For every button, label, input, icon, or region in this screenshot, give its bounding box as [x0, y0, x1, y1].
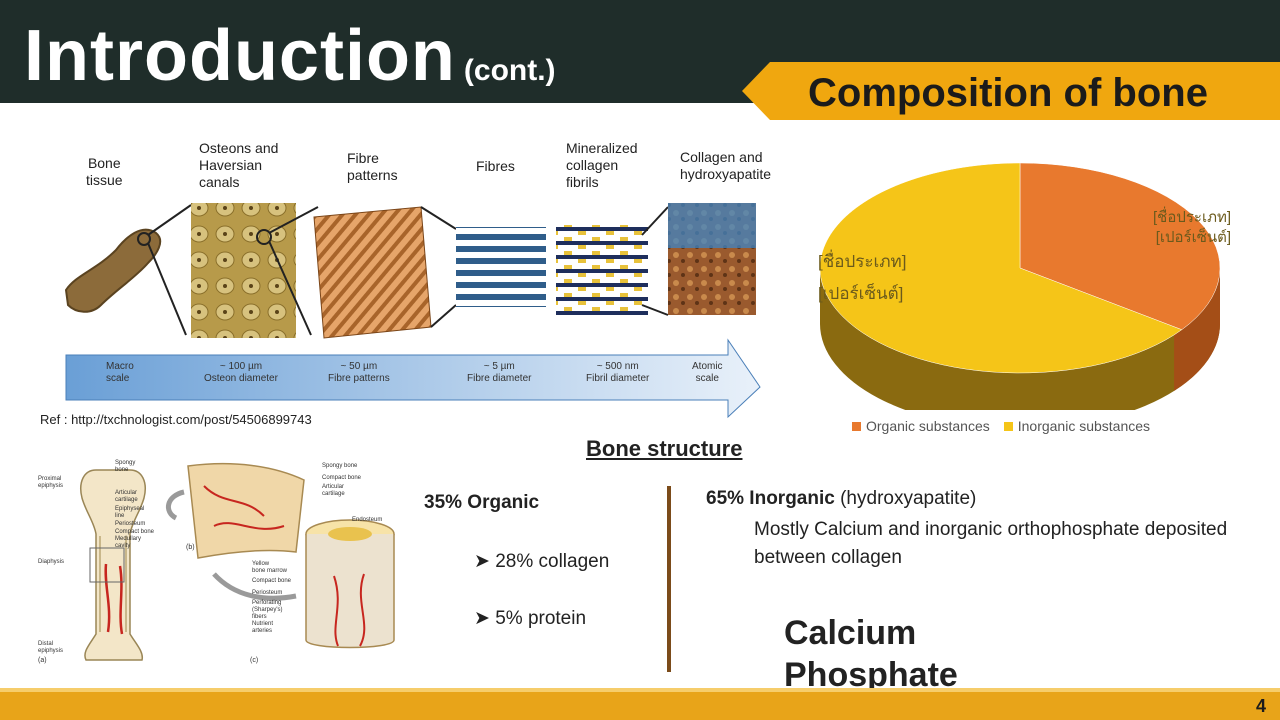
long-bone-illustration	[80, 469, 146, 661]
label-osteons: Osteons and Haversian canals	[199, 140, 279, 190]
legend-label-organic: Organic substances	[866, 418, 990, 434]
fibres-illustration	[456, 227, 546, 307]
scale-fibril-diameter: ~ 500 nm Fibril diameter	[586, 361, 650, 384]
organic-heading: 35% Organic	[424, 492, 540, 513]
anat-label-articular: Articular cartilage	[115, 490, 138, 503]
mineralized-illustration	[556, 225, 648, 315]
label-bone-tissue: Bone tissue	[86, 155, 123, 188]
anat-label-proximal: Proximal epiphysis	[38, 476, 64, 489]
anat-label-periosteum-2: Periosteum	[252, 590, 283, 596]
label-mineralized: Mineralized collagen fibrils	[566, 140, 638, 190]
label-fibre-patterns: Fibre patterns	[347, 150, 398, 183]
anat-label-nutrient: Nutrient arteries	[252, 621, 274, 634]
anat-label-yellow-marrow: Yellow bone marrow	[252, 561, 288, 574]
column-divider	[667, 486, 671, 672]
bullet-collagen: ➤ 28% collagen	[474, 550, 609, 573]
title-text: Introduction	[24, 16, 456, 96]
scale-atomic: Atomic scale	[692, 361, 723, 384]
osteon-illustration	[191, 203, 296, 338]
scale-fibre-diameter: ~ 5 µm Fibre diameter	[467, 361, 532, 384]
scale-macro: Macro scale	[106, 361, 134, 384]
pie-side-organic	[1174, 268, 1220, 391]
bullet-protein: ➤ 5% protein	[474, 607, 586, 630]
label-fibres: Fibres	[476, 158, 515, 174]
anat-label-perforating: Perforating (Sharpey's) fibers	[252, 600, 283, 620]
bone-hierarchy-figure	[64, 203, 761, 419]
pie-legend: Organic substances Inorganic substances	[852, 418, 1150, 434]
calcium-phosphate-heading: Calcium Phosphate	[784, 612, 958, 696]
anat-label-periosteum: Periosteum	[115, 521, 146, 527]
anat-label-fig-c: (c)	[250, 657, 259, 664]
page-number: 4	[1255, 696, 1266, 716]
legend-swatch-organic	[852, 421, 861, 431]
title-suffix: (cont.)	[463, 54, 556, 87]
label-collagen-hydroxyapatite: Collagen and hydroxyapatite	[680, 149, 772, 182]
pie-label-organic: [ชื่อประเภท] [เปอร์เซ็นต์]	[1153, 208, 1231, 248]
scale-fibre-patterns: ~ 50 µm Fibre patterns	[328, 361, 390, 384]
arrow-bullet-icon: ➤	[474, 608, 490, 629]
inorganic-heading-rest: (hydroxyapatite)	[834, 488, 977, 509]
pie-chart-svg	[819, 162, 1221, 429]
anat-label-endosteum: Endosteum	[352, 517, 383, 523]
pie-label-inorganic: [ชื่อประเภท] [เปอร์เซ็นต์]	[818, 246, 906, 310]
inorganic-description: Mostly Calcium and inorganic orthophosph…	[754, 519, 1228, 568]
section-ribbon	[742, 62, 1280, 120]
bone-anatomy-diagram	[34, 456, 420, 668]
anat-label-diaphysis: Diaphysis	[38, 559, 65, 565]
footer-accent-line	[0, 688, 1280, 692]
anat-label-medullary: Medullary cavity	[115, 536, 142, 549]
pie-label-organic-name: [ชื่อประเภท]	[1153, 209, 1232, 226]
pie-label-organic-percent: [เปอร์เซ็นต์]	[1155, 229, 1232, 246]
pie-slice-organic-substances	[1019, 162, 1221, 330]
fibre-pattern-illustration	[313, 206, 432, 339]
phosphate-line: Phosphate	[784, 656, 958, 694]
bullet-protein-text: 5% protein	[495, 608, 587, 629]
anat-label-right-compact: Compact bone	[322, 475, 362, 481]
pie-label-inorganic-percent: [เปอร์เซ็นต์]	[818, 284, 904, 303]
legend-swatch-inorganic	[1003, 421, 1013, 431]
compact-bone-detail	[305, 534, 395, 649]
pie-slice-inorganic-substances	[819, 162, 1183, 374]
scale-arrow	[65, 338, 761, 419]
legend-item-inorganic: Inorganic substances	[1003, 418, 1151, 434]
reference-link[interactable]: Ref : http://txchnologist.com/post/54506…	[40, 412, 312, 427]
anat-label-right-articular: Articular cartilage	[322, 484, 345, 497]
inorganic-heading-bold: 65% Inorganic	[706, 488, 835, 509]
anat-label-fig-b: (b)	[186, 544, 195, 551]
anat-label-fig-a: (a)	[38, 657, 47, 664]
pie-side-wall	[820, 268, 1220, 429]
inorganic-heading: 65% Inorganic (hydroxyapatite)	[706, 488, 976, 510]
bone-illustration	[64, 228, 162, 313]
spongy-bone-detail	[187, 462, 305, 559]
pie-chart	[798, 150, 1258, 440]
scale-osteon: ~ 100 µm Osteon diameter	[204, 361, 278, 384]
pie-label-inorganic-name: [ชื่อประเภท]	[818, 252, 907, 271]
legend-item-organic: Organic substances	[852, 418, 990, 434]
bone-structure-heading: Bone structure	[586, 436, 743, 461]
legend-label-inorganic: Inorganic substances	[1017, 418, 1151, 434]
anat-label-compact-2: Compact bone	[252, 578, 292, 584]
ribbon-title: Composition of bone	[808, 71, 1208, 115]
anat-label-compact: Compact bone	[115, 529, 155, 535]
bullet-collagen-text: 28% collagen	[495, 551, 610, 572]
arrow-bullet-icon: ➤	[474, 551, 490, 572]
anat-label-distal: Distal epiphysis	[38, 641, 64, 654]
anat-label-spongy: Spongy bone	[115, 460, 136, 473]
slide-title: Introduction(cont.)	[24, 14, 556, 113]
anat-label-right-spongy: Spongy bone	[322, 463, 358, 469]
footer-bar	[0, 692, 1280, 720]
calcium-line: Calcium	[784, 614, 917, 652]
anat-label-epiphyseal: Epiphyseal line	[115, 506, 145, 519]
